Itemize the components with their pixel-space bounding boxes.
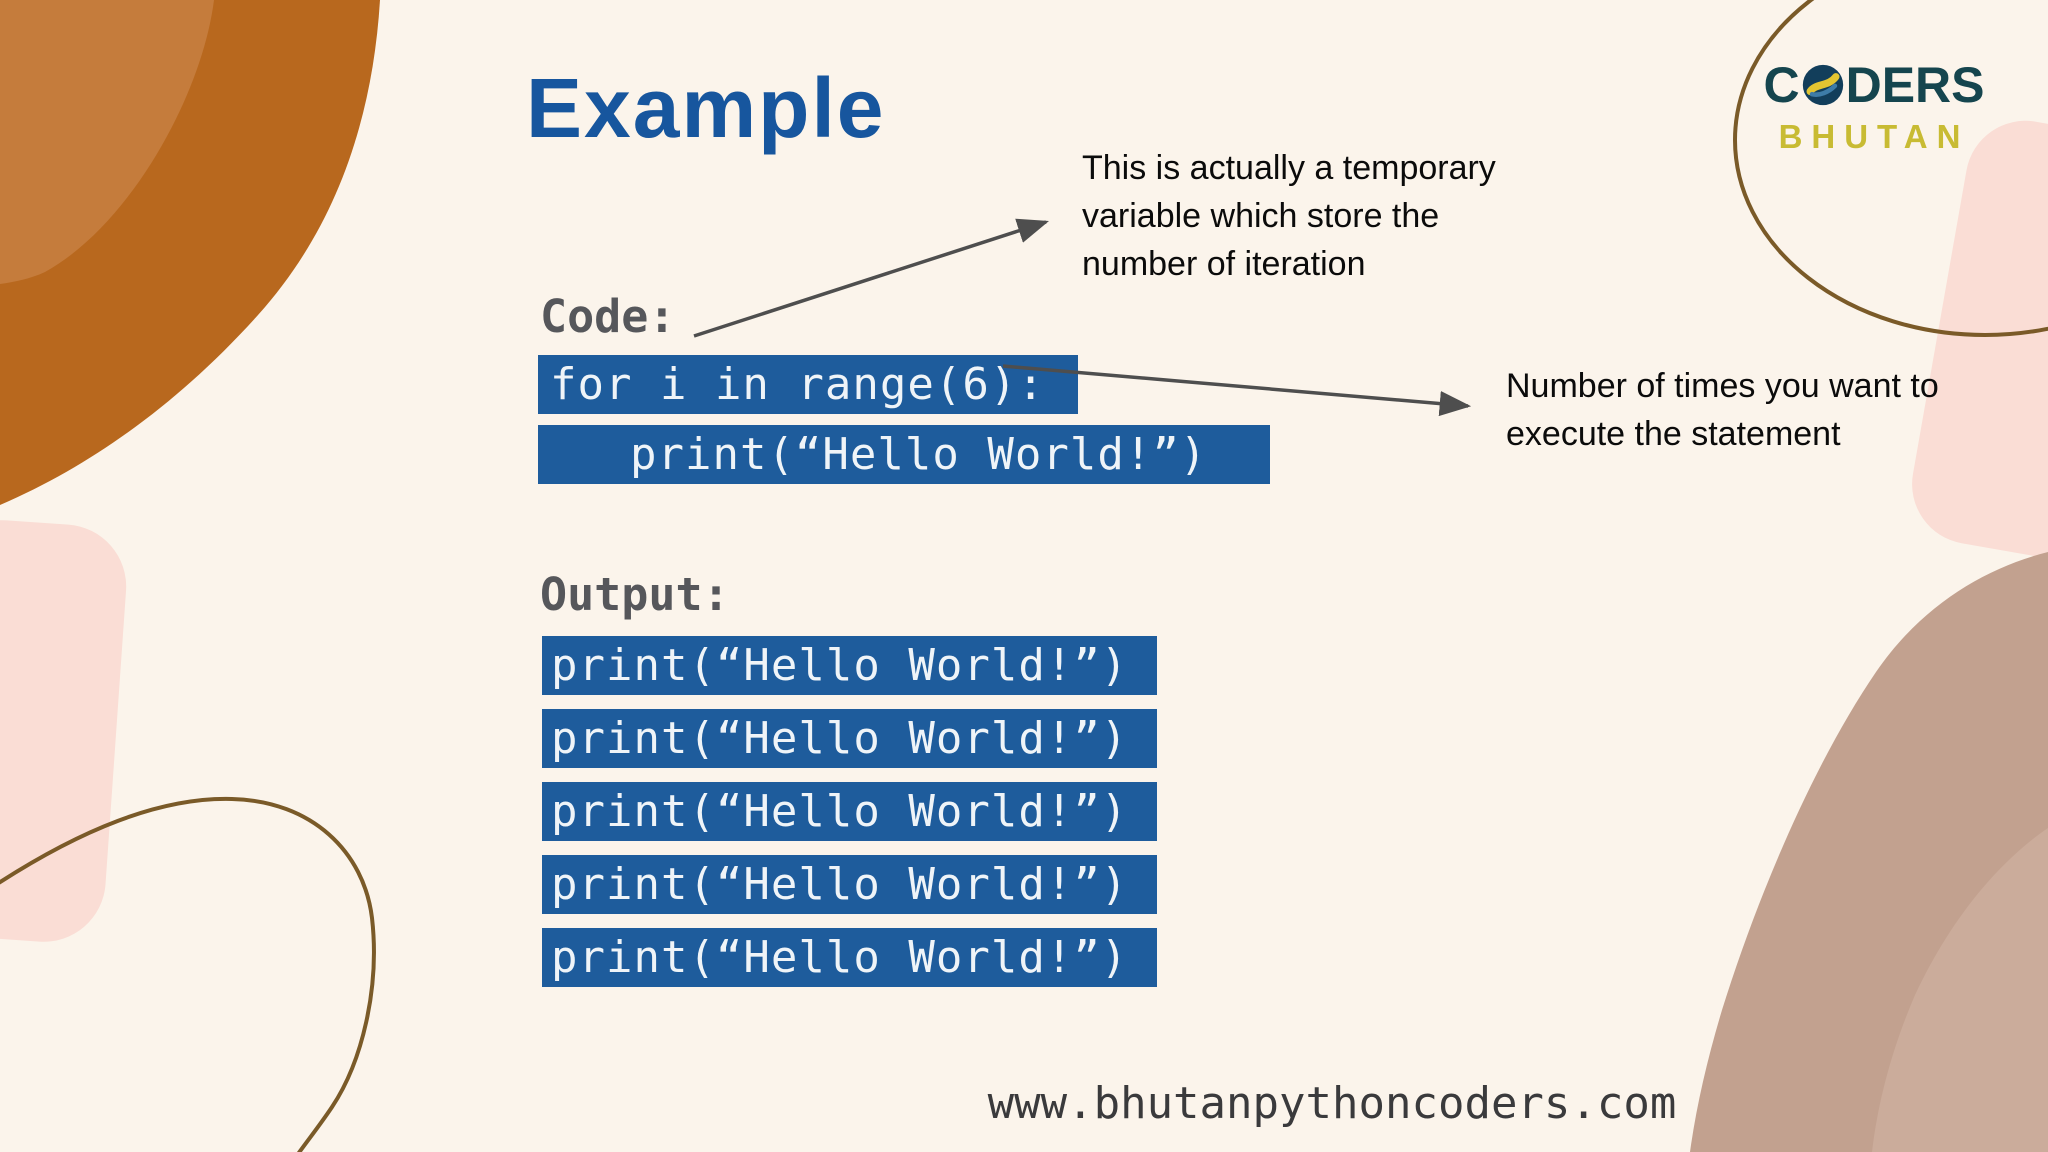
page-title: Example	[526, 61, 886, 155]
tan-blob-light	[1872, 828, 2048, 1152]
output-section-label: Output:	[540, 568, 730, 621]
code-line-for: for i in range(6):	[538, 355, 1078, 414]
arrow-to-range-annotation	[1002, 364, 1472, 417]
logo-coders-suffix: DERS	[1845, 57, 1985, 113]
annotation-iterator-line: This is actually a temporary	[1082, 149, 1496, 187]
pink-blob-right	[1912, 120, 2048, 564]
output-line: print(“Hello World!”)	[542, 855, 1157, 914]
website-url: www.bhutanpythoncoders.com	[987, 1078, 1677, 1129]
orange-blob-light	[0, 0, 214, 284]
annotation-range-line: execute the statement	[1506, 415, 1841, 453]
python-icon	[1802, 64, 1843, 106]
annotation-iterator: This is actually a temporary variable wh…	[1082, 144, 1496, 288]
coders-bhutan-logo: C DERS BHUTAN	[1746, 56, 2002, 156]
code-section-label: Code:	[540, 290, 676, 343]
code-line-print: print(“Hello World!”)	[538, 425, 1270, 484]
annotation-range: Number of times you want to execute the …	[1506, 362, 1939, 458]
brown-squiggle-line	[0, 796, 376, 1152]
logo-bhutan-line: BHUTAN	[1778, 118, 1970, 155]
output-line: print(“Hello World!”)	[542, 782, 1157, 841]
annotation-iterator-line: number of iteration	[1082, 245, 1366, 283]
output-line: print(“Hello World!”)	[542, 928, 1157, 987]
arrow-to-iterator-annotation	[693, 218, 1049, 338]
logo-coders-prefix: C	[1763, 57, 1800, 113]
logo-circle-outline	[1733, 0, 2048, 337]
annotation-iterator-line: variable which store the	[1082, 197, 1440, 235]
annotation-range-line: Number of times you want to	[1506, 367, 1939, 405]
pink-blob-left	[0, 520, 127, 942]
output-line: print(“Hello World!”)	[542, 709, 1157, 768]
logo-coders-line: C DERS	[1746, 56, 2002, 114]
output-line: print(“Hello World!”)	[542, 636, 1157, 695]
